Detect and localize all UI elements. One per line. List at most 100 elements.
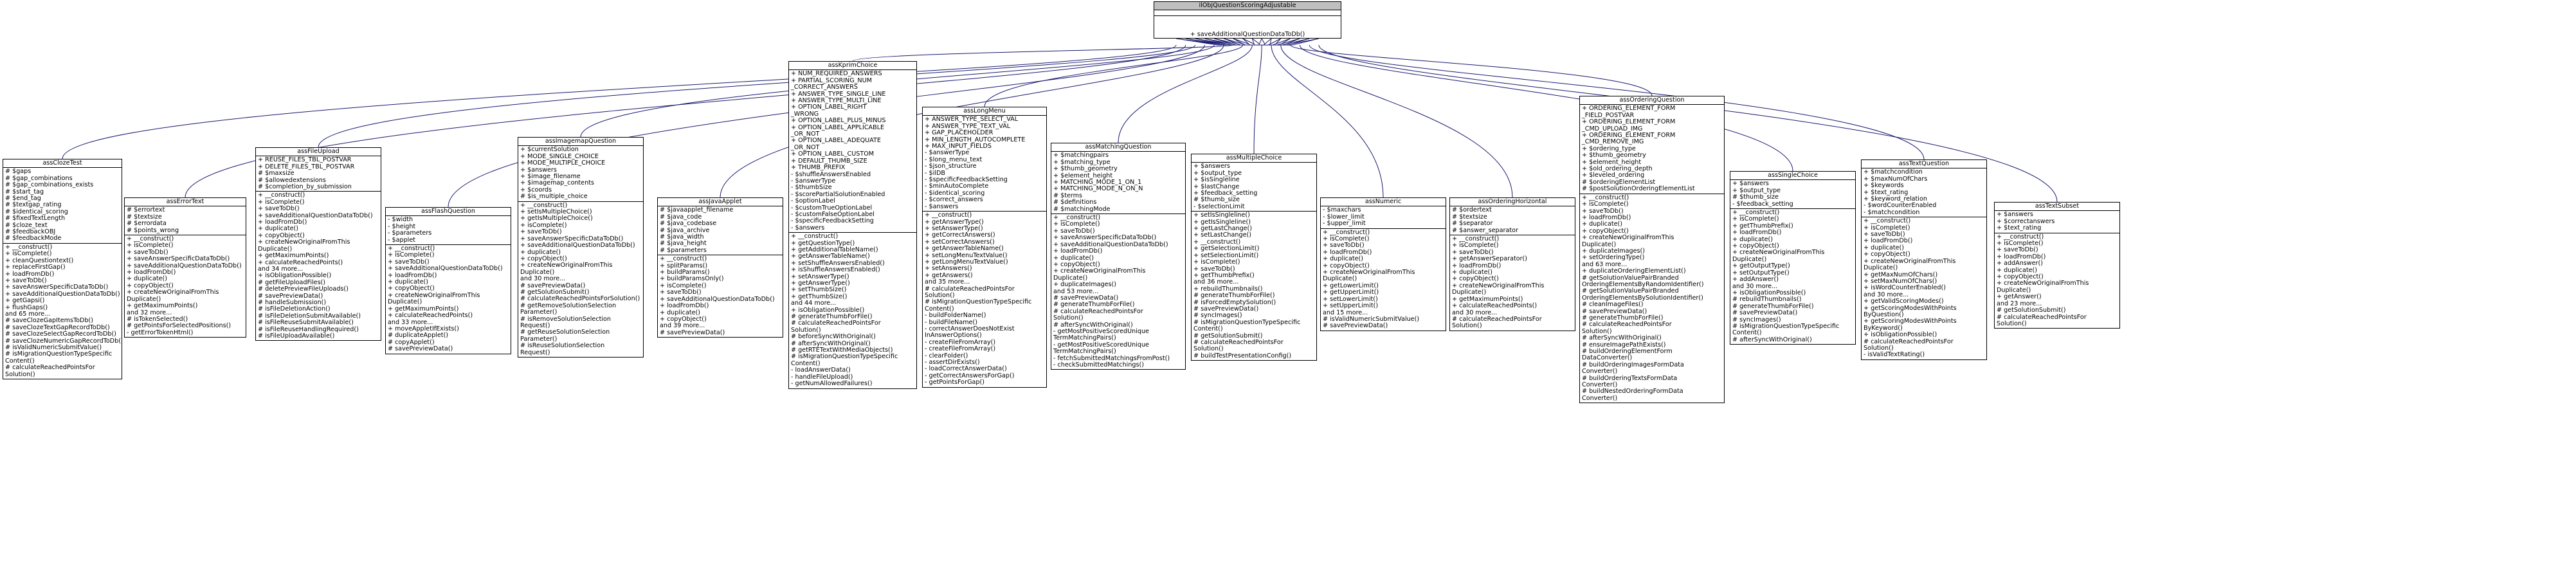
attribute-line: # $java_codebase	[660, 220, 717, 228]
class-title: assJavaApplet	[698, 198, 742, 205]
operation-line: # saveClozeTextGapRecordToDb()	[5, 323, 110, 331]
operation-line: # isFileDeletionAction()	[258, 305, 331, 313]
operation-line: Converter()	[1582, 368, 1618, 376]
class-assClozeTest[interactable]: assClozeTest# $gaps# $gap_combinations# …	[3, 159, 122, 379]
attribute-line: + $maxNumOfChars	[1864, 175, 1928, 183]
attribute-line: - $shuffleAnswersEnabled	[791, 170, 871, 178]
edge-multiple	[1253, 44, 1262, 154]
operation-line: + getThumbPrefix()	[1732, 222, 1793, 230]
operation-line: + setOrderingType()	[1582, 254, 1645, 262]
operation-line: + getMaximumPoints()	[258, 252, 329, 260]
arrowhead-multiple	[1258, 37, 1266, 46]
operation-line: + loadFromDb()	[388, 271, 437, 279]
attribute-line: # $orderingElementList	[1582, 178, 1656, 186]
arrowhead-ordering	[1272, 38, 1291, 46]
attribute-line: + $answers	[1193, 163, 1230, 170]
class-attributes: + $currentSolution+ MODE_SINGLE_CHOICE+ …	[518, 145, 643, 201]
class-assFileUpload[interactable]: assFileUpload+ REUSE_FILES_TBL_POSTVAR+ …	[255, 147, 381, 341]
operation-line: + getMaxNumOfChars()	[1864, 271, 1938, 278]
attribute-line: - $feedback_setting	[1732, 200, 1793, 208]
class-assTextQuestion[interactable]: assTextQuestion+ $matchcondition+ $maxNu…	[1861, 159, 1987, 360]
attribute-line: + $thumb_geometry	[1582, 152, 1646, 159]
attribute-line: - $ilDB	[925, 169, 945, 177]
operation-line: - correctAnswerDoesNotExist	[925, 325, 1015, 332]
class-assNumeric[interactable]: assNumeric- $maxchars- $lower_limit- $up…	[1320, 197, 1446, 331]
attribute-line: + ANSWER_TYPE_MULTI_LINE	[791, 97, 882, 105]
class-attributes: # $errortext# $textsize# $errordata# $po…	[125, 206, 246, 235]
attribute-line: # $errordata	[127, 220, 167, 228]
class-assImagemapQuestion[interactable]: assImagemapQuestion+ $currentSolution+ M…	[518, 137, 644, 358]
edge-numeric	[1271, 44, 1384, 198]
operation-line: OrderingElementsBySolutionIdentifier()	[1582, 294, 1703, 302]
arrowhead-longmenu	[1242, 38, 1256, 46]
operation-line: + setCorrectAnswers()	[925, 238, 995, 246]
operation-line: + getValidScoringModes()	[1864, 298, 1944, 305]
operation-line: # savePreviewData()	[258, 292, 323, 300]
class-assLongMenu[interactable]: assLongMenu+ ANSWER_TYPE_SELECT_VAL+ ANS…	[922, 107, 1047, 388]
operation-line: and 15 more...	[1323, 309, 1368, 316]
operation-line: Parameter()	[520, 309, 558, 316]
operation-line: + getQuestionType()	[791, 239, 855, 247]
class-assFlashQuestion[interactable]: assFlashQuestion- $width- $height- $para…	[385, 207, 511, 354]
operation-line: # generateThumbForFile()	[1053, 301, 1135, 309]
operation-line: # getRemoveSolutionSelection	[520, 302, 617, 309]
operation-line: + loadFromDb()	[1323, 248, 1372, 256]
operation-line: + copyObject()	[127, 282, 174, 289]
operation-line: - fetchSubmittedMatchingsFromPost()	[1053, 354, 1170, 362]
operation-line: # saveClozeNumericGapRecordToDb()	[5, 337, 122, 345]
operation-line: ByKeyword()	[1864, 324, 1903, 332]
class-assOrderingQuestion[interactable]: assOrderingQuestion+ ORDERING_ELEMENT_FO…	[1579, 96, 1725, 404]
attribute-line: _WRONG	[791, 110, 819, 118]
attribute-line: # $separator	[1452, 220, 1493, 228]
operation-line: + createNewOriginalFromThis	[388, 291, 480, 299]
operation-line: + copyObject()	[1323, 262, 1370, 269]
class-title: assFileUpload	[297, 148, 340, 155]
attribute-line: # $ordertext	[1452, 206, 1492, 214]
interface-box[interactable]: ilObjQuestionScoringAdjustable + saveAdd…	[1154, 1, 1341, 39]
operation-line: Duplicate()	[1864, 264, 1898, 272]
operation-line: + __construct()	[520, 201, 568, 209]
class-operations: + __construct()+ isComplete()+ saveToDb(…	[125, 235, 246, 337]
class-assSingleChoice[interactable]: assSingleChoice+ $answers+ $output_type#…	[1730, 171, 1856, 345]
class-assMatchingQuestion[interactable]: assMatchingQuestion+ $matchingpairs+ $ma…	[1051, 143, 1186, 370]
operation-line: + calculateReachedPoints()	[1452, 302, 1537, 310]
attribute-line: + NUM_REQUIRED_ANSWERS	[791, 70, 882, 78]
arrowhead-subset	[1285, 38, 1320, 46]
class-operations: + __construct()+ isComplete()+ cleanQues…	[3, 242, 122, 379]
attribute-line: # $thumb_size	[1193, 196, 1240, 204]
operation-line: + getIsMultipleChoice()	[520, 215, 593, 222]
edge-error	[185, 44, 1186, 198]
attribute-line: # $parameters	[660, 246, 707, 254]
operation-line: + setThumbSize()	[791, 286, 847, 294]
operation-line: + getAnswerSeparator()	[1452, 255, 1528, 263]
operation-line: # getSolutionValuePairBranded	[1582, 287, 1679, 295]
class-attributes: - $maxchars- $lower_limit- $upper_limit	[1321, 206, 1446, 228]
operation-line: + isObligationPossible()	[258, 272, 332, 280]
operation-line: DataConverter()	[1582, 354, 1633, 362]
class-assErrorText[interactable]: assErrorText# $errortext# $textsize# $er…	[124, 197, 246, 338]
attribute-line: - $customFalseOptionLabel	[791, 210, 875, 218]
operation-line: Content()	[925, 305, 954, 313]
operation-line: # calculateReachedPointsFor	[5, 364, 95, 372]
class-title: assErrorText	[166, 198, 204, 205]
operation-line: + loadFromDb()	[1452, 262, 1501, 269]
class-assOrderingHorizontal[interactable]: assOrderingHorizontal# $ordertext# $text…	[1449, 197, 1575, 331]
operation-line: + isComplete()	[520, 221, 567, 229]
operation-line: + getAnswer()	[1997, 293, 2042, 301]
operation-line: + buildParamsOnly()	[660, 275, 724, 283]
edge-textq	[1309, 44, 1925, 160]
attribute-line: + ORDERING_ELEMENT_FORM	[1582, 132, 1676, 140]
class-assMultipleChoice[interactable]: assMultipleChoice+ $answers+ $output_typ…	[1191, 154, 1317, 361]
operation-line: + duplicate()	[520, 248, 561, 256]
class-assTextSubset[interactable]: assTextSubset+ $answers+ $correctanswers…	[1994, 202, 2120, 329]
class-assKprimChoice[interactable]: assKprimChoice+ NUM_REQUIRED_ANSWERS+ PA…	[788, 61, 917, 389]
operation-line: + duplicate()	[127, 275, 167, 283]
class-operations: + __construct()+ isComplete()+ saveToDb(…	[1862, 217, 1986, 359]
attribute-line: _OR_NOT	[791, 131, 820, 138]
class-assJavaApplet[interactable]: assJavaApplet# $javaapplet_filename# $ja…	[657, 197, 783, 338]
attribute-line: + $old_ordering_depth	[1582, 165, 1653, 173]
class-operations: + __construct()+ isComplete()+ saveToDb(…	[256, 191, 381, 340]
operation-line: Duplicate()	[127, 295, 161, 303]
attribute-line: + DEFAULT_THUMB_SIZE	[791, 157, 867, 165]
